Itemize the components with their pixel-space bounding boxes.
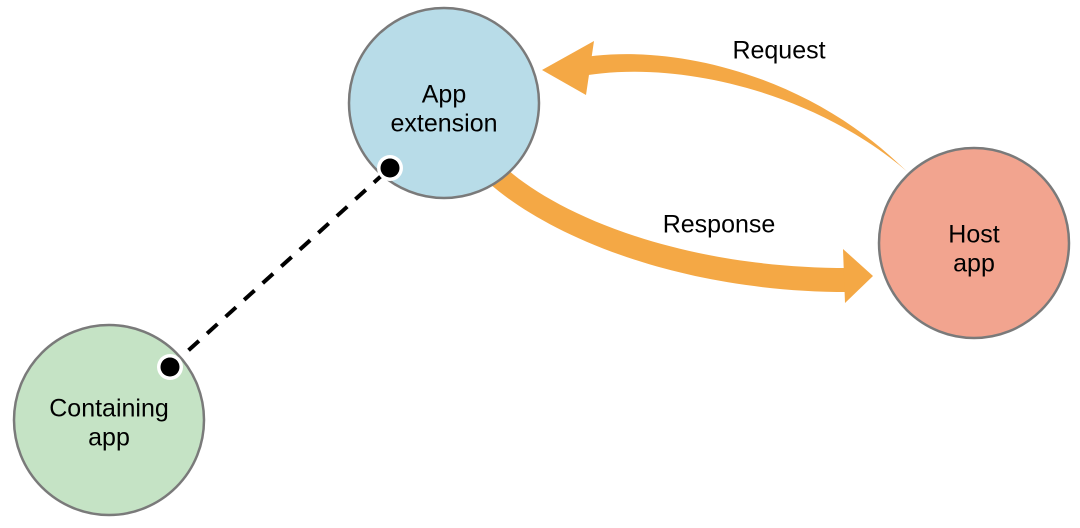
- node-app-extension[interactable]: App extension: [347, 6, 541, 200]
- request-arrow-shaft: [568, 54, 925, 189]
- connector-dot-icon: [380, 158, 400, 178]
- response-arrow-head: [843, 249, 873, 303]
- connector-dot-app-extension: [377, 155, 403, 181]
- host-app-label-line2: app: [953, 250, 995, 278]
- request-arrow-head: [542, 41, 594, 95]
- host-app-circle[interactable]: [877, 146, 1071, 340]
- containing-app-circle[interactable]: [12, 323, 206, 517]
- response-arrow-shaft: [490, 170, 848, 292]
- connector-dot-icon: [160, 357, 180, 377]
- node-containing-app[interactable]: Containing app: [12, 323, 206, 517]
- edge-request: [542, 41, 925, 189]
- app-extension-label-line2: extension: [390, 110, 497, 138]
- containment-dashed-line: [168, 166, 392, 369]
- containing-app-label-line2: app: [88, 424, 130, 452]
- edge-label-request: Request: [732, 37, 825, 65]
- host-app-label-line1: Host: [948, 221, 999, 249]
- edge-label-response: Response: [663, 211, 776, 239]
- app-extension-circle[interactable]: [347, 6, 541, 200]
- node-host-app[interactable]: Host app: [877, 146, 1071, 340]
- edge-response: [490, 170, 873, 303]
- connector-dot-containing-app: [157, 354, 183, 380]
- app-extension-label-line1: App: [422, 81, 466, 109]
- containing-app-label-line1: Containing: [49, 395, 169, 423]
